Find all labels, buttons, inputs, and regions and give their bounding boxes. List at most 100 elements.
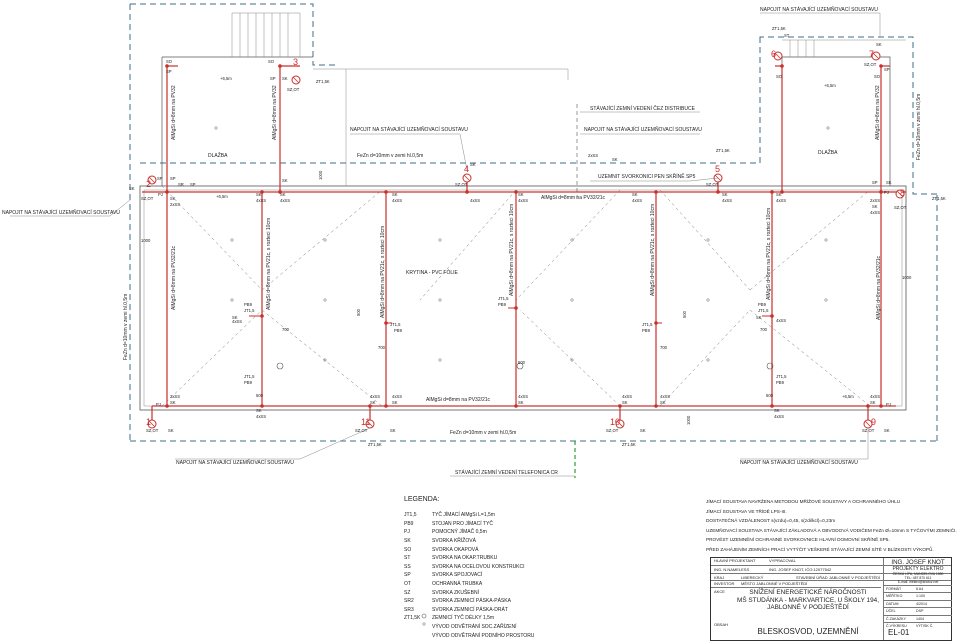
- tb-nameless: ING. N.NAMELESS: [714, 567, 750, 572]
- svg-text:SK: SK: [470, 162, 476, 167]
- label-almgsi-vert-left: AlMgSi d=8mm na PV32: [171, 85, 177, 140]
- svg-text:SK: SK: [280, 192, 286, 197]
- tb-meritko-label: MĚŘÍTKO: [886, 594, 903, 599]
- svg-text:4xSS: 4xSS: [256, 198, 266, 203]
- note-connect-bottom-right: NAPOJIT NA STÁVAJÍCÍ UZEMŇOVACÍ SOUSTAVU: [740, 459, 858, 466]
- svg-text:ST: ST: [784, 33, 790, 38]
- legend-key: OT: [404, 581, 411, 588]
- note-connect-top-right: NAPOJIT NA STÁVAJÍCÍ UZEMŇOVACÍ SOUSTAVU: [760, 6, 878, 13]
- tb-firm-email: E-mail: elektro@knotcz.net: [897, 580, 939, 584]
- svg-text:SZ,OT: SZ,OT: [455, 182, 468, 187]
- svg-text:JT1,5: JT1,5: [244, 374, 255, 379]
- legend-item: SS SVORKA NA OCELOVOU KONSTRUKCI: [404, 563, 614, 572]
- svg-text:SK: SK: [640, 428, 646, 433]
- svg-text:SK: SK: [774, 408, 780, 413]
- label-almgsi-bottom: AlMgSi d=8mm na PV32/21c: [426, 397, 491, 403]
- svg-text:PB9: PB9: [498, 302, 507, 307]
- svg-text:ZT1,5K: ZT1,5K: [316, 79, 330, 84]
- legend-text: OCHRANNÁ TRUBKA: [432, 581, 483, 588]
- svg-text:SK: SK: [390, 428, 396, 433]
- legend-text: SVORKA NA OCELOVOU KONSTRUKCI: [432, 563, 525, 570]
- point-7: 7: [869, 49, 874, 59]
- svg-text:SK: SK: [660, 400, 666, 405]
- legend-text: POMOCNÝ JÍMAČ 0,5m: [432, 529, 487, 536]
- note-distribution: STÁVAJÍCÍ ZEMNÍ VEDENÍ ČEZ DISTRIBUCE: [590, 105, 696, 112]
- legend-text: ZEMNICÍ TYČ DÉLKY 1,5m: [432, 615, 495, 622]
- point-1: 1: [146, 417, 151, 427]
- svg-text:4xSS: 4xSS: [392, 394, 402, 399]
- legend-text: SVORKA KŘÍŽOVÁ: [432, 538, 476, 545]
- tb-zakazky-label: Č.ZAKÁZKY: [886, 616, 906, 621]
- label-almgsi-pv21-d: AlMgSi d=8mm na PV21c, s rozteci 10cm: [650, 204, 656, 296]
- clamp-labels: SO SP SO SP SK ZT1,5K SZ,OT SK SP SZ,OT …: [129, 26, 946, 447]
- svg-text:JT1,5: JT1,5: [498, 296, 509, 301]
- legend-text: STOJAN PRO JÍMACÍ TYČ: [432, 520, 493, 527]
- legend-text: VÝVOD ODVĚTRÁNÍ SOC.ZAŘÍZENÍ: [432, 624, 517, 631]
- svg-text:PB9: PB9: [244, 380, 253, 385]
- legend-key: PB9: [404, 520, 414, 527]
- tb-firm-sub: PROJEKTY ELEKTRO: [892, 566, 944, 572]
- svg-text:SO: SO: [776, 74, 783, 79]
- label-fezn-top: FeZn d=10mm v zemi hl.0,5m: [357, 153, 423, 159]
- note-connect-left: NAPOJIT NA STÁVAJÍCÍ UZEMŇOVACÍ SOUSTAVU: [2, 209, 120, 216]
- svg-text:500: 500: [256, 393, 264, 398]
- svg-text:SK: SK: [256, 192, 262, 197]
- point-8: 8: [900, 188, 905, 198]
- svg-text:4xSS: 4xSS: [870, 210, 880, 215]
- svg-text:SK: SK: [612, 157, 618, 162]
- legend-key: SK: [404, 538, 411, 545]
- svg-text:PJ: PJ: [886, 402, 891, 407]
- svg-text:1000: 1000: [141, 238, 151, 243]
- svg-text:4xSS: 4xSS: [722, 198, 732, 203]
- svg-text:PB9: PB9: [244, 302, 253, 307]
- note-line: DOSTATEČNÁ VZDÁLENOST s(vzdu)=0,45, s(zd…: [706, 518, 836, 523]
- label-krytina: KRYTINA - PVC FÓLIE: [406, 269, 459, 276]
- svg-text:4xSS: 4xSS: [392, 198, 402, 203]
- svg-text:+6,5m: +6,5m: [220, 76, 232, 81]
- svg-text:4xSS: 4xSS: [774, 414, 784, 419]
- label-almgsi-pv21-a: AlMgSi d=8mm na PV21c, s rozteci 10cm: [266, 218, 272, 310]
- svg-text:700: 700: [760, 327, 768, 332]
- svg-text:ZT1,5K: ZT1,5K: [772, 26, 786, 31]
- svg-text:SK: SK: [622, 400, 628, 405]
- notes: JÍMACÍ SOUSTAVA NAVRŽENA METODOU MŘÍŽOVÉ…: [706, 497, 957, 554]
- legend-key: JT1,5: [404, 512, 417, 519]
- svg-text:SK: SK: [756, 315, 762, 320]
- svg-text:SZ,OT: SZ,OT: [287, 87, 300, 92]
- svg-text:SZ,OT: SZ,OT: [146, 428, 159, 433]
- legend-item: SK SVORKA KŘÍŽOVÁ: [404, 537, 614, 546]
- legend-text: SVORKA OKAPOVÁ: [432, 546, 479, 553]
- tb-hlavni: HLAVNÍ PROJEKTANT: [714, 558, 756, 563]
- tb-firm-addr: ČESKÁ LÍPA, MANDELOVA 1580: [892, 572, 944, 576]
- test-clamps: [147, 51, 905, 429]
- svg-text:+6,5m: +6,5m: [216, 194, 228, 199]
- legend-text: VÝVOD ODVĚTRÁNÍ PODNÍHO PROSTORU: [432, 632, 535, 639]
- note-telefonica: STÁVAJÍCÍ ZEMNÍ VEDENÍ TELEFONICA CR: [455, 469, 558, 476]
- svg-text:PJ: PJ: [884, 190, 889, 195]
- svg-text:ZT1,5K: ZT1,5K: [932, 196, 946, 201]
- conductors: [142, 65, 906, 424]
- point-9: 9: [871, 417, 876, 427]
- jumpers: [249, 307, 772, 324]
- svg-text:500: 500: [682, 310, 687, 318]
- label-fezn-right: FeZn d=10mm v zemi hl.0,5m: [916, 94, 922, 160]
- vent-outlets: [214, 126, 830, 626]
- tb-akce: AKCE: [714, 589, 725, 594]
- tb-project-3: JABLONNÉ V PODJEŠTĚDÍ: [767, 604, 849, 611]
- svg-text:SK: SK: [282, 76, 288, 81]
- svg-text:SR: SR: [178, 182, 184, 187]
- svg-text:500: 500: [766, 393, 774, 398]
- svg-text:PB9: PB9: [776, 380, 785, 385]
- svg-text:SP: SP: [270, 76, 276, 81]
- svg-text:SK: SK: [392, 192, 398, 197]
- legend-key: SS: [404, 563, 411, 570]
- svg-text:SZ,OT: SZ,OT: [706, 182, 719, 187]
- svg-text:SK: SK: [129, 186, 135, 191]
- note-line: UZEMŇOVACÍ SOUSTAVA STÁVAJÍCÍ ZÁKLADOVÁ …: [706, 527, 957, 533]
- svg-text:SK: SK: [170, 196, 176, 201]
- svg-text:+6,5m: +6,5m: [824, 83, 836, 88]
- label-fezn-left: FeZn d=10mm v zemi hl.0,5m: [123, 294, 129, 360]
